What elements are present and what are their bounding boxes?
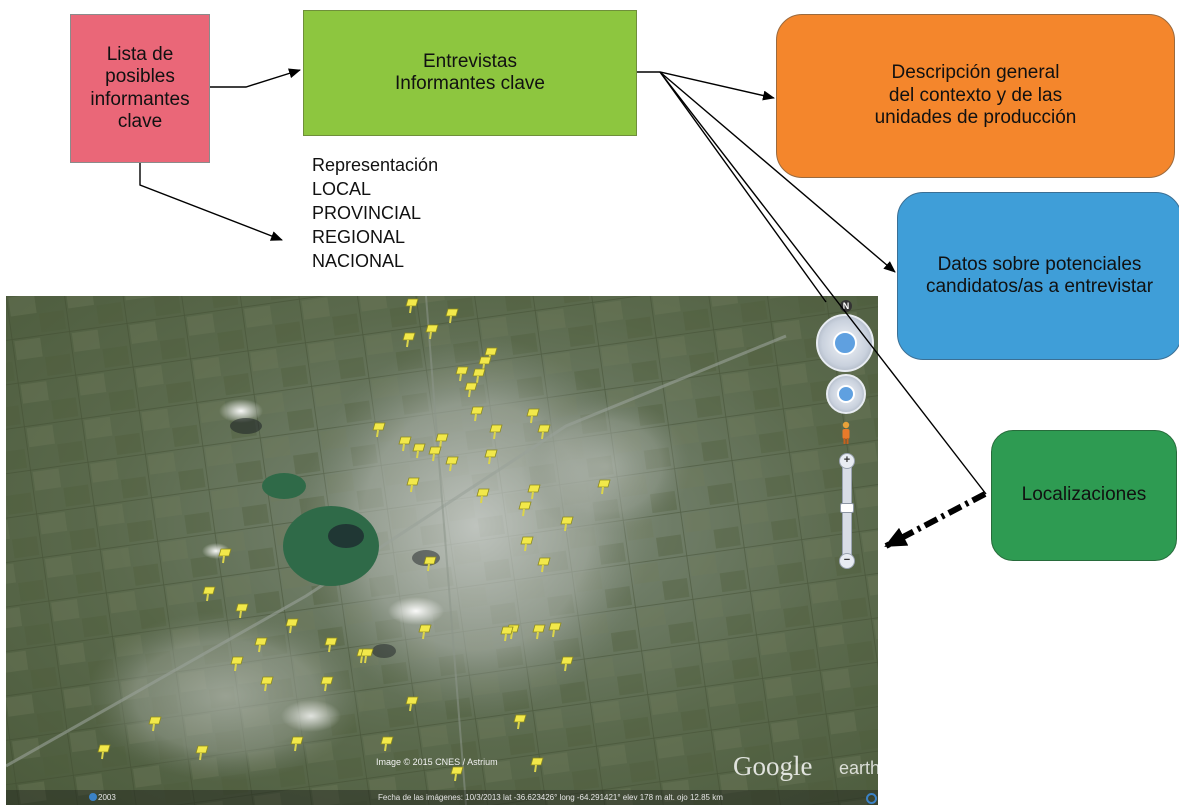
location-pin[interactable] [195, 745, 209, 761]
location-pin[interactable] [526, 408, 540, 424]
location-pin[interactable] [285, 618, 299, 634]
node-datos-label: Datos sobre potenciales candidatos/as a … [925, 253, 1154, 297]
edge-localizaciones-to-map [884, 491, 987, 549]
location-pin[interactable] [324, 637, 338, 653]
location-pin[interactable] [425, 324, 439, 340]
edge-lista-to-entrevistas [210, 68, 301, 88]
location-pin[interactable] [412, 443, 426, 459]
location-pin[interactable] [148, 716, 162, 732]
location-pin[interactable] [230, 656, 244, 672]
location-pin[interactable] [560, 656, 574, 672]
north-indicator: N [840, 300, 852, 312]
location-pin[interactable] [500, 626, 514, 642]
location-pin[interactable] [97, 744, 111, 760]
location-pin[interactable] [202, 586, 216, 602]
node-localizaciones: Localizaciones [991, 430, 1177, 561]
location-pin[interactable] [537, 424, 551, 440]
location-pin[interactable] [537, 557, 551, 573]
location-pin[interactable] [518, 501, 532, 517]
location-pin[interactable] [406, 477, 420, 493]
location-pin[interactable] [464, 382, 478, 398]
location-pin[interactable] [484, 449, 498, 465]
location-pin[interactable] [530, 757, 544, 773]
location-pin[interactable] [398, 436, 412, 452]
node-entrevistas-label: Entrevistas Informantes clave [395, 51, 545, 95]
zoom-in-button[interactable]: + [839, 453, 855, 469]
location-pin[interactable] [418, 624, 432, 640]
location-pins [97, 298, 611, 782]
location-pin[interactable] [435, 433, 449, 449]
status-year: 2003 [98, 793, 116, 802]
location-pin[interactable] [476, 488, 490, 504]
node-descripcion-label: Descripción general del contexto y de la… [874, 62, 1077, 129]
location-pin[interactable] [235, 603, 249, 619]
location-pin[interactable] [520, 536, 534, 552]
location-pin[interactable] [372, 422, 386, 438]
location-pin[interactable] [597, 479, 611, 495]
location-pin[interactable] [470, 406, 484, 422]
location-pin[interactable] [290, 736, 304, 752]
move-control[interactable] [826, 374, 866, 414]
edge-entrevistas-to-descripcion [637, 71, 775, 101]
google-earth-logo-earth: earth [839, 758, 878, 778]
location-pin[interactable] [218, 548, 232, 564]
zoom-slider-handle[interactable] [840, 503, 854, 513]
location-pin[interactable] [320, 676, 334, 692]
location-pin[interactable] [254, 637, 268, 653]
location-pin[interactable] [428, 446, 442, 462]
representacion-level-provincial: PROVINCIAL [312, 203, 422, 223]
representacion-level-nacional: NACIONAL [312, 251, 405, 271]
node-entrevistas: Entrevistas Informantes clave [303, 10, 637, 136]
look-eye-icon [833, 331, 857, 355]
location-pin[interactable] [260, 676, 274, 692]
location-pin[interactable] [455, 366, 469, 382]
street-view-person-icon[interactable] [840, 421, 852, 445]
representacion-title: Representación [312, 155, 439, 175]
location-pin[interactable] [405, 696, 419, 712]
location-pin[interactable] [445, 456, 459, 472]
look-around-control[interactable] [816, 314, 874, 372]
zoom-out-button[interactable]: − [839, 553, 855, 569]
representacion-level-local: LOCAL [312, 179, 372, 199]
status-coordinates: Fecha de las imágenes: 10/3/2013 lat -36… [378, 793, 723, 802]
satellite-imagery [6, 296, 878, 805]
location-pin[interactable] [423, 556, 437, 572]
node-datos-candidatos: Datos sobre potenciales candidatos/as a … [897, 192, 1179, 360]
representacion-list: Representación LOCAL PROVINCIAL REGIONAL… [312, 153, 438, 273]
location-pin[interactable] [402, 332, 416, 348]
location-pin[interactable] [450, 766, 464, 782]
move-hand-icon [837, 385, 855, 403]
location-pin[interactable] [513, 714, 527, 730]
location-pin[interactable] [380, 736, 394, 752]
location-pin[interactable] [532, 624, 546, 640]
location-pin[interactable] [472, 368, 486, 384]
tour-guide-icon [89, 793, 97, 801]
location-pin[interactable] [445, 308, 459, 324]
location-pin[interactable] [527, 484, 541, 500]
status-bar: 2003 Fecha de las imágenes: 10/3/2013 la… [6, 790, 878, 805]
edge-lista-to-representacion [139, 163, 283, 241]
representacion-level-regional: REGIONAL [312, 227, 406, 247]
location-pin[interactable] [405, 298, 419, 314]
node-descripcion-general: Descripción general del contexto y de la… [776, 14, 1175, 178]
node-lista-label: Lista de posibles informantes clave [90, 43, 190, 132]
node-lista-informantes: Lista de posibles informantes clave [70, 14, 210, 163]
location-pin[interactable] [489, 424, 503, 440]
streaming-indicator-icon [866, 793, 877, 804]
location-pin[interactable] [360, 648, 374, 664]
satellite-map[interactable]: N + − Image © 2015 CNES / Astrium Google… [6, 296, 878, 805]
node-localizaciones-label: Localizaciones [1021, 484, 1147, 506]
google-earth-logo-google: Google [733, 751, 813, 781]
image-credit: Image © 2015 CNES / Astrium [376, 757, 498, 767]
location-pin[interactable] [548, 622, 562, 638]
location-pin[interactable] [560, 516, 574, 532]
